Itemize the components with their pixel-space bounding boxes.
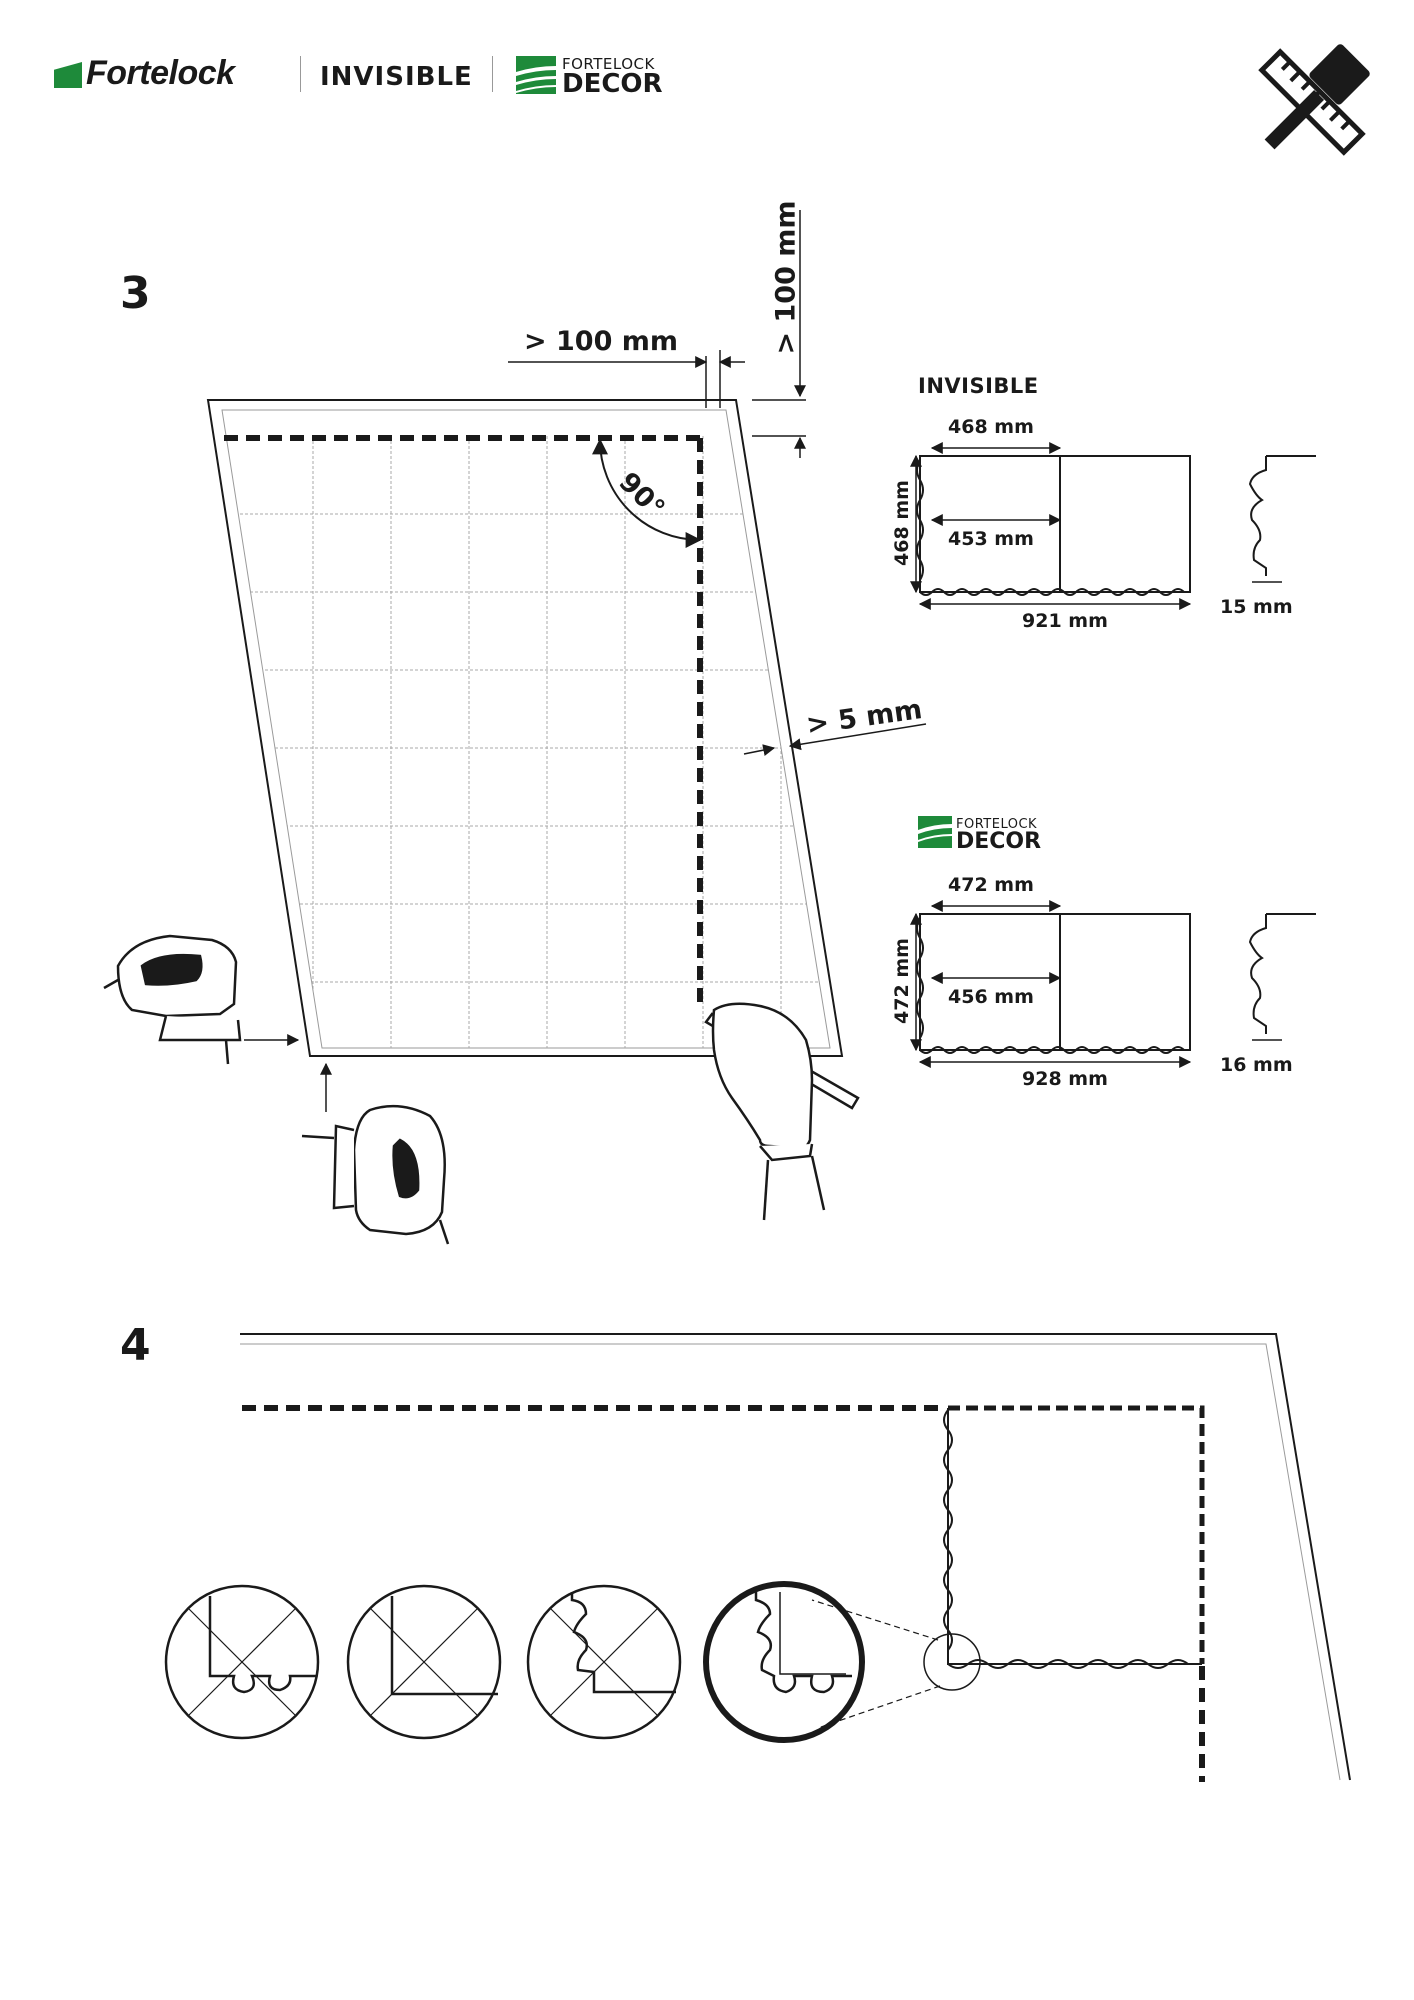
dimension-label: > 100 mm <box>770 200 802 355</box>
step3-drawing <box>103 210 1316 1245</box>
angle-label: 90° <box>612 466 671 525</box>
decor-logo-top: FORTELOCK <box>562 55 655 73</box>
corner-correct <box>703 1581 865 1743</box>
corner-wrong-3 <box>526 1584 682 1740</box>
decor-logo-top: FORTELOCK <box>956 817 1038 832</box>
room-outline-inner <box>221 409 831 1049</box>
panel-title: INVISIBLE <box>918 374 1039 398</box>
decor-tile-diagram <box>910 900 1316 1068</box>
jigsaw-icon <box>301 1062 450 1245</box>
corner-wrong-1 <box>164 1584 320 1740</box>
jigsaw-icon <box>103 934 300 1065</box>
gap-label: > 5 mm <box>804 694 925 741</box>
dimension-label: 468 mm <box>891 480 913 566</box>
dimension-label: 468 mm <box>948 416 1034 438</box>
wall-line <box>240 1333 1351 1781</box>
header-divider <box>300 56 301 92</box>
decor-logo-bottom: DECOR <box>956 829 1042 854</box>
dimension-label: 472 mm <box>891 938 913 1024</box>
header: Fortelock INVISIBLE FORTELOCK DECOR <box>0 0 1414 156</box>
dimension-label: 456 mm <box>948 986 1034 1008</box>
dimension-label: 453 mm <box>948 528 1034 550</box>
hand-pencil-icon <box>704 1002 860 1221</box>
tile-grid <box>222 436 830 1048</box>
corner-wrong-2 <box>346 1584 502 1740</box>
product-name: INVISIBLE <box>320 62 473 92</box>
invisible-tile-diagram <box>910 442 1316 610</box>
fortelock-logo-mark <box>54 62 82 88</box>
dimension-label: 928 mm <box>1022 1068 1108 1090</box>
decor-logo-bottom: DECOR <box>562 69 663 99</box>
room-outline <box>206 399 844 1057</box>
decor-logo-icon <box>918 816 952 848</box>
dimension-label: 472 mm <box>948 874 1034 896</box>
wall-line-inner <box>240 1343 1341 1781</box>
step-number: 4 <box>120 1320 151 1371</box>
header-divider <box>492 56 493 92</box>
dimension-label: 15 mm <box>1220 596 1293 618</box>
brand-name: Fortelock <box>86 54 235 92</box>
step-number: 3 <box>120 268 151 319</box>
dimension-label: 921 mm <box>1022 610 1108 632</box>
dimension-label: > 100 mm <box>524 326 679 357</box>
dimension-label: 16 mm <box>1220 1054 1293 1076</box>
first-tile <box>811 1405 1205 1729</box>
